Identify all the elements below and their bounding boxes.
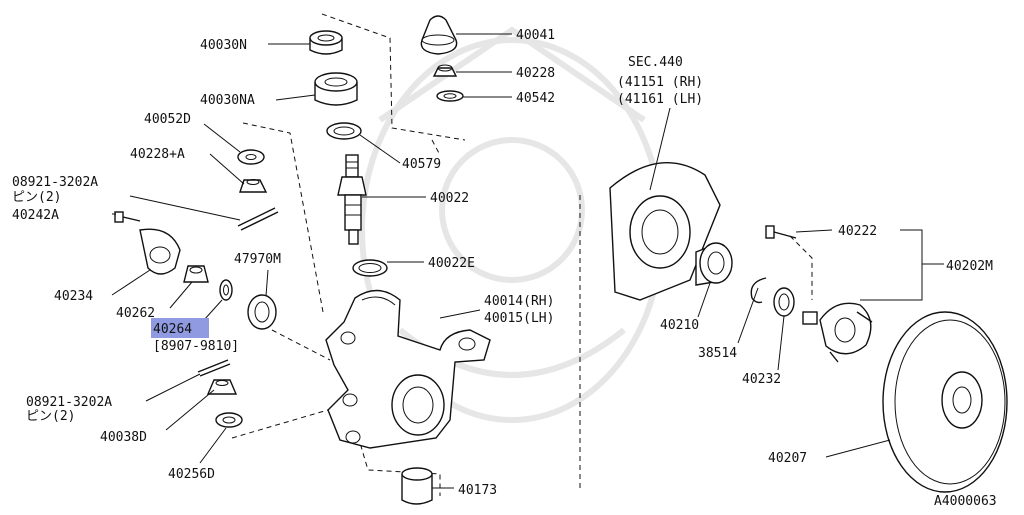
- label-40202M[interactable]: 40202M: [946, 259, 993, 274]
- bearing-40030NA: [314, 72, 358, 106]
- nut-40228: [432, 64, 458, 77]
- label-40232[interactable]: 40232: [742, 372, 781, 387]
- label-sec440-lh: (41161 (LH): [617, 92, 703, 107]
- label-40014[interactable]: 40014(RH): [484, 294, 554, 309]
- shaft-40022: [337, 154, 367, 245]
- bolt-40242A: [114, 211, 141, 223]
- labels: 40030N 40030NA 40052D 40228+A 08921-3202…: [12, 28, 997, 509]
- label-40264-range: [8907-9810]: [153, 339, 239, 354]
- ring-47970M: [247, 294, 277, 330]
- nut-40262: [183, 265, 209, 283]
- boot-40041: [420, 15, 458, 55]
- label-40030N[interactable]: 40030N: [200, 38, 247, 53]
- hub-40202M: [802, 302, 873, 363]
- label-40038D[interactable]: 40038D: [100, 430, 147, 445]
- seal-40232: [773, 287, 795, 317]
- leader-lines: [111, 33, 944, 489]
- label-40052D[interactable]: 40052D: [144, 112, 191, 127]
- label-40256D[interactable]: 40256D: [168, 467, 215, 482]
- label-47970M[interactable]: 47970M: [234, 252, 281, 267]
- label-40022[interactable]: 40022: [430, 191, 469, 206]
- knuckle-40014: [325, 289, 491, 449]
- label-08921b[interactable]: 08921-3202A: [26, 395, 112, 410]
- label-08921b-sub: ピン(2): [26, 409, 75, 424]
- washer-40022E: [352, 259, 388, 277]
- label-40210[interactable]: 40210: [660, 318, 699, 333]
- highlight-40264: [151, 318, 209, 338]
- bearing-40210: [695, 242, 733, 286]
- washer-40256D: [215, 412, 243, 428]
- disc-40207: [882, 311, 1008, 493]
- washer-40542: [436, 90, 464, 102]
- dust-shield-sec440: [609, 162, 721, 301]
- pin-08921a: [237, 207, 279, 231]
- label-40228[interactable]: 40228: [516, 66, 555, 81]
- bushing-40173: [401, 467, 433, 505]
- assembly-guides: [231, 13, 813, 496]
- nut-40228A: [239, 179, 268, 193]
- bolt-40222: [765, 225, 797, 239]
- seal-40579: [326, 122, 362, 140]
- washer-40264: [219, 279, 233, 301]
- label-40542[interactable]: 40542: [516, 91, 555, 106]
- label-08921a-sub: ピン(2): [12, 190, 61, 205]
- label-40015[interactable]: 40015(LH): [484, 311, 554, 326]
- label-sec440-rh: (41151 (RH): [617, 75, 703, 90]
- diagram-id: A4000063: [934, 494, 997, 509]
- nut-40038D: [206, 379, 238, 395]
- label-38514[interactable]: 38514: [698, 346, 737, 361]
- label-40207[interactable]: 40207: [768, 451, 807, 466]
- bracket-40234: [139, 228, 181, 275]
- washer-40052D: [237, 149, 265, 165]
- label-08921a[interactable]: 08921-3202A: [12, 175, 98, 190]
- label-40242A[interactable]: 40242A: [12, 208, 59, 223]
- pin-08921b: [197, 359, 231, 377]
- label-40228A[interactable]: 40228+A: [130, 147, 185, 162]
- snap-ring-38514: [750, 277, 767, 304]
- label-40041[interactable]: 40041: [516, 28, 555, 43]
- bearing-40030N: [309, 30, 343, 55]
- label-40022E[interactable]: 40022E: [428, 256, 475, 271]
- label-40264[interactable]: 40264: [153, 322, 192, 337]
- label-40173[interactable]: 40173: [458, 483, 497, 498]
- label-40234[interactable]: 40234: [54, 289, 93, 304]
- label-40579[interactable]: 40579: [402, 157, 441, 172]
- label-40030NA[interactable]: 40030NA: [200, 93, 255, 108]
- label-sec440[interactable]: SEC.440: [628, 55, 683, 70]
- label-40262[interactable]: 40262: [116, 306, 155, 321]
- label-40222[interactable]: 40222: [838, 224, 877, 239]
